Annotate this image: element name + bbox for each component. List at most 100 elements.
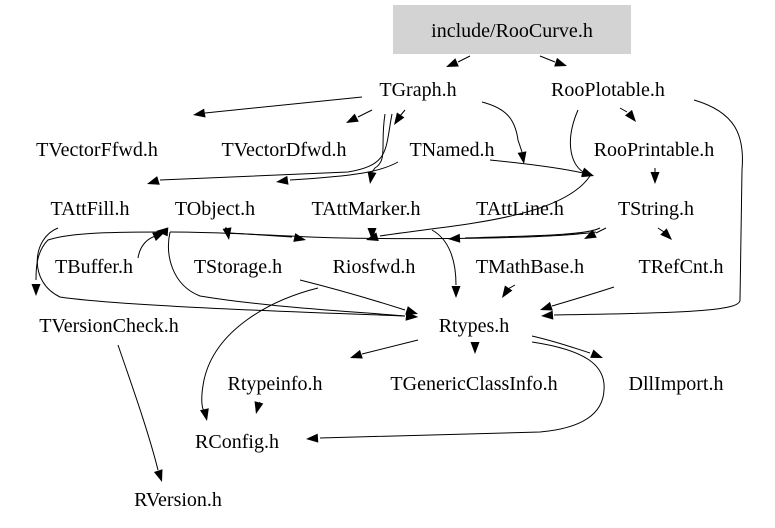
edge-line <box>399 109 406 117</box>
arrow-head <box>306 433 319 443</box>
edge-line <box>204 96 363 114</box>
arrow-head <box>276 175 289 185</box>
arrow-head <box>660 228 672 240</box>
edge-rtypes-to-rtypeinfo <box>350 339 419 359</box>
edge-line <box>531 335 591 354</box>
edge-line <box>361 339 419 355</box>
edge-rooplotable-to-rooprintable <box>619 107 636 122</box>
arrow-head <box>405 306 418 315</box>
arrow-head <box>31 284 41 296</box>
edge-line <box>371 113 386 173</box>
edge-tversioncheck-to-rversion <box>117 344 163 482</box>
arrow-head <box>554 57 567 67</box>
edge-tgraph-to-tattfill <box>147 113 393 185</box>
node-tbuffer[interactable]: TBuffer.h <box>55 256 133 278</box>
node-trefcnt[interactable]: TRefCnt.h <box>639 256 724 278</box>
arrow-head <box>152 232 165 241</box>
edge-line <box>657 227 665 233</box>
edge-riosfwd-to-rconfig <box>200 287 319 421</box>
node-tgraph[interactable]: TGraph.h <box>379 79 456 101</box>
edge-line <box>168 231 406 317</box>
node-tnamed[interactable]: TNamed.h <box>410 139 495 161</box>
arrow-head <box>581 168 594 178</box>
edge-line <box>464 227 601 239</box>
edge-line <box>169 231 597 240</box>
edge-tnamed-to-tobject <box>276 161 399 185</box>
edge-tbuffer-to-tobject <box>137 232 165 259</box>
arrow-head <box>446 58 459 67</box>
edge-rtypes-to-rconfig <box>306 341 605 443</box>
node-tstorage[interactable]: TStorage.h <box>194 256 282 278</box>
node-tvectordfwd[interactable]: TVectorDfwd.h <box>222 139 347 161</box>
edge-tnamed-to-tstring <box>489 159 594 178</box>
node-tstring[interactable]: TString.h <box>618 198 694 220</box>
arrow-head <box>193 108 206 118</box>
node-rtypes[interactable]: Rtypes.h <box>439 315 510 337</box>
node-tvectorffwd[interactable]: TVectorFfwd.h <box>36 139 158 161</box>
node-tgenericclassinfo[interactable]: TGenericClassInfo.h <box>390 373 557 395</box>
edge-line <box>379 175 591 237</box>
arrow-head <box>367 171 377 184</box>
edge-tattmarker-to-rtypes <box>431 229 461 298</box>
edge-line <box>36 227 406 317</box>
node-dllimport[interactable]: DllImport.h <box>629 373 724 395</box>
edge-line <box>159 113 393 181</box>
arrow-head <box>153 469 163 482</box>
edge-roocurve-to-tgraph <box>446 55 471 67</box>
node-rooplotable[interactable]: RooPlotable.h <box>551 79 665 101</box>
edge-line <box>35 231 167 281</box>
node-rtypeinfo[interactable]: Rtypeinfo.h <box>228 373 323 395</box>
edge-tstring-to-tobject <box>156 227 597 240</box>
edge-line <box>289 161 399 181</box>
arrow-head <box>502 285 513 298</box>
arrow-head <box>254 401 264 414</box>
arrow-head <box>541 310 554 320</box>
edge-line <box>595 227 607 234</box>
edge-rtypeinfo-to-rconfig <box>254 401 264 414</box>
arrow-head <box>650 172 660 184</box>
edge-line <box>457 55 471 63</box>
node-tattmarker[interactable]: TAttMarker.h <box>312 198 421 220</box>
arrow-head <box>350 349 363 359</box>
edge-rooprintable-to-tstring <box>650 168 660 184</box>
edge-line <box>569 109 584 173</box>
edge-tstring-to-trefcnt <box>657 227 672 240</box>
edge-roocurve-to-rooplotable <box>539 55 567 67</box>
edge-rooplotable-to-rtypes <box>541 99 743 320</box>
node-tattline[interactable]: TAttLine.h <box>476 198 564 220</box>
edge-tgraph-to-tvectorffwd <box>193 96 363 118</box>
arrow-head <box>540 301 553 311</box>
edge-tgraph-to-tattline <box>481 101 527 164</box>
edge-tgraph-to-tvectordfwd <box>346 109 373 123</box>
edge-line <box>619 107 628 113</box>
node-tversioncheck[interactable]: TVersionCheck.h <box>39 315 178 337</box>
arrow-head <box>624 109 636 122</box>
edge-line <box>507 284 516 290</box>
node-riosfwd[interactable]: Riosfwd.h <box>333 256 416 278</box>
node-rooprintable[interactable]: RooPrintable.h <box>594 139 715 161</box>
root-node-box <box>393 5 631 54</box>
arrow-head <box>200 408 209 421</box>
node-rversion[interactable]: RVersion.h <box>134 489 222 511</box>
edge-line <box>117 344 159 471</box>
arrow-head <box>346 113 359 123</box>
edge-line <box>539 55 556 63</box>
edge-line <box>357 109 373 118</box>
node-tmathbase[interactable]: TMathBase.h <box>476 256 584 278</box>
node-rconfig[interactable]: RConfig.h <box>195 431 279 453</box>
node-tattfill[interactable]: TAttFill.h <box>51 198 130 220</box>
nodes-layer: include/RooCurve.h TGraph.h RooPlotable.… <box>36 5 724 511</box>
edge-line <box>553 99 743 316</box>
node-roocurve[interactable]: include/RooCurve.h <box>431 20 593 42</box>
edge-rtypes-to-tgenericclassinfo <box>470 342 480 354</box>
arrow-head <box>156 227 169 237</box>
arrow-head <box>470 342 480 354</box>
edge-rtypes-to-dllimport <box>531 335 603 358</box>
node-tobject[interactable]: TObject.h <box>175 198 255 220</box>
arrow-head <box>517 151 527 164</box>
edge-trefcnt-to-rtypes <box>540 286 615 311</box>
edge-line <box>431 229 457 286</box>
edge-tgraph-to-tnamed <box>394 109 406 125</box>
